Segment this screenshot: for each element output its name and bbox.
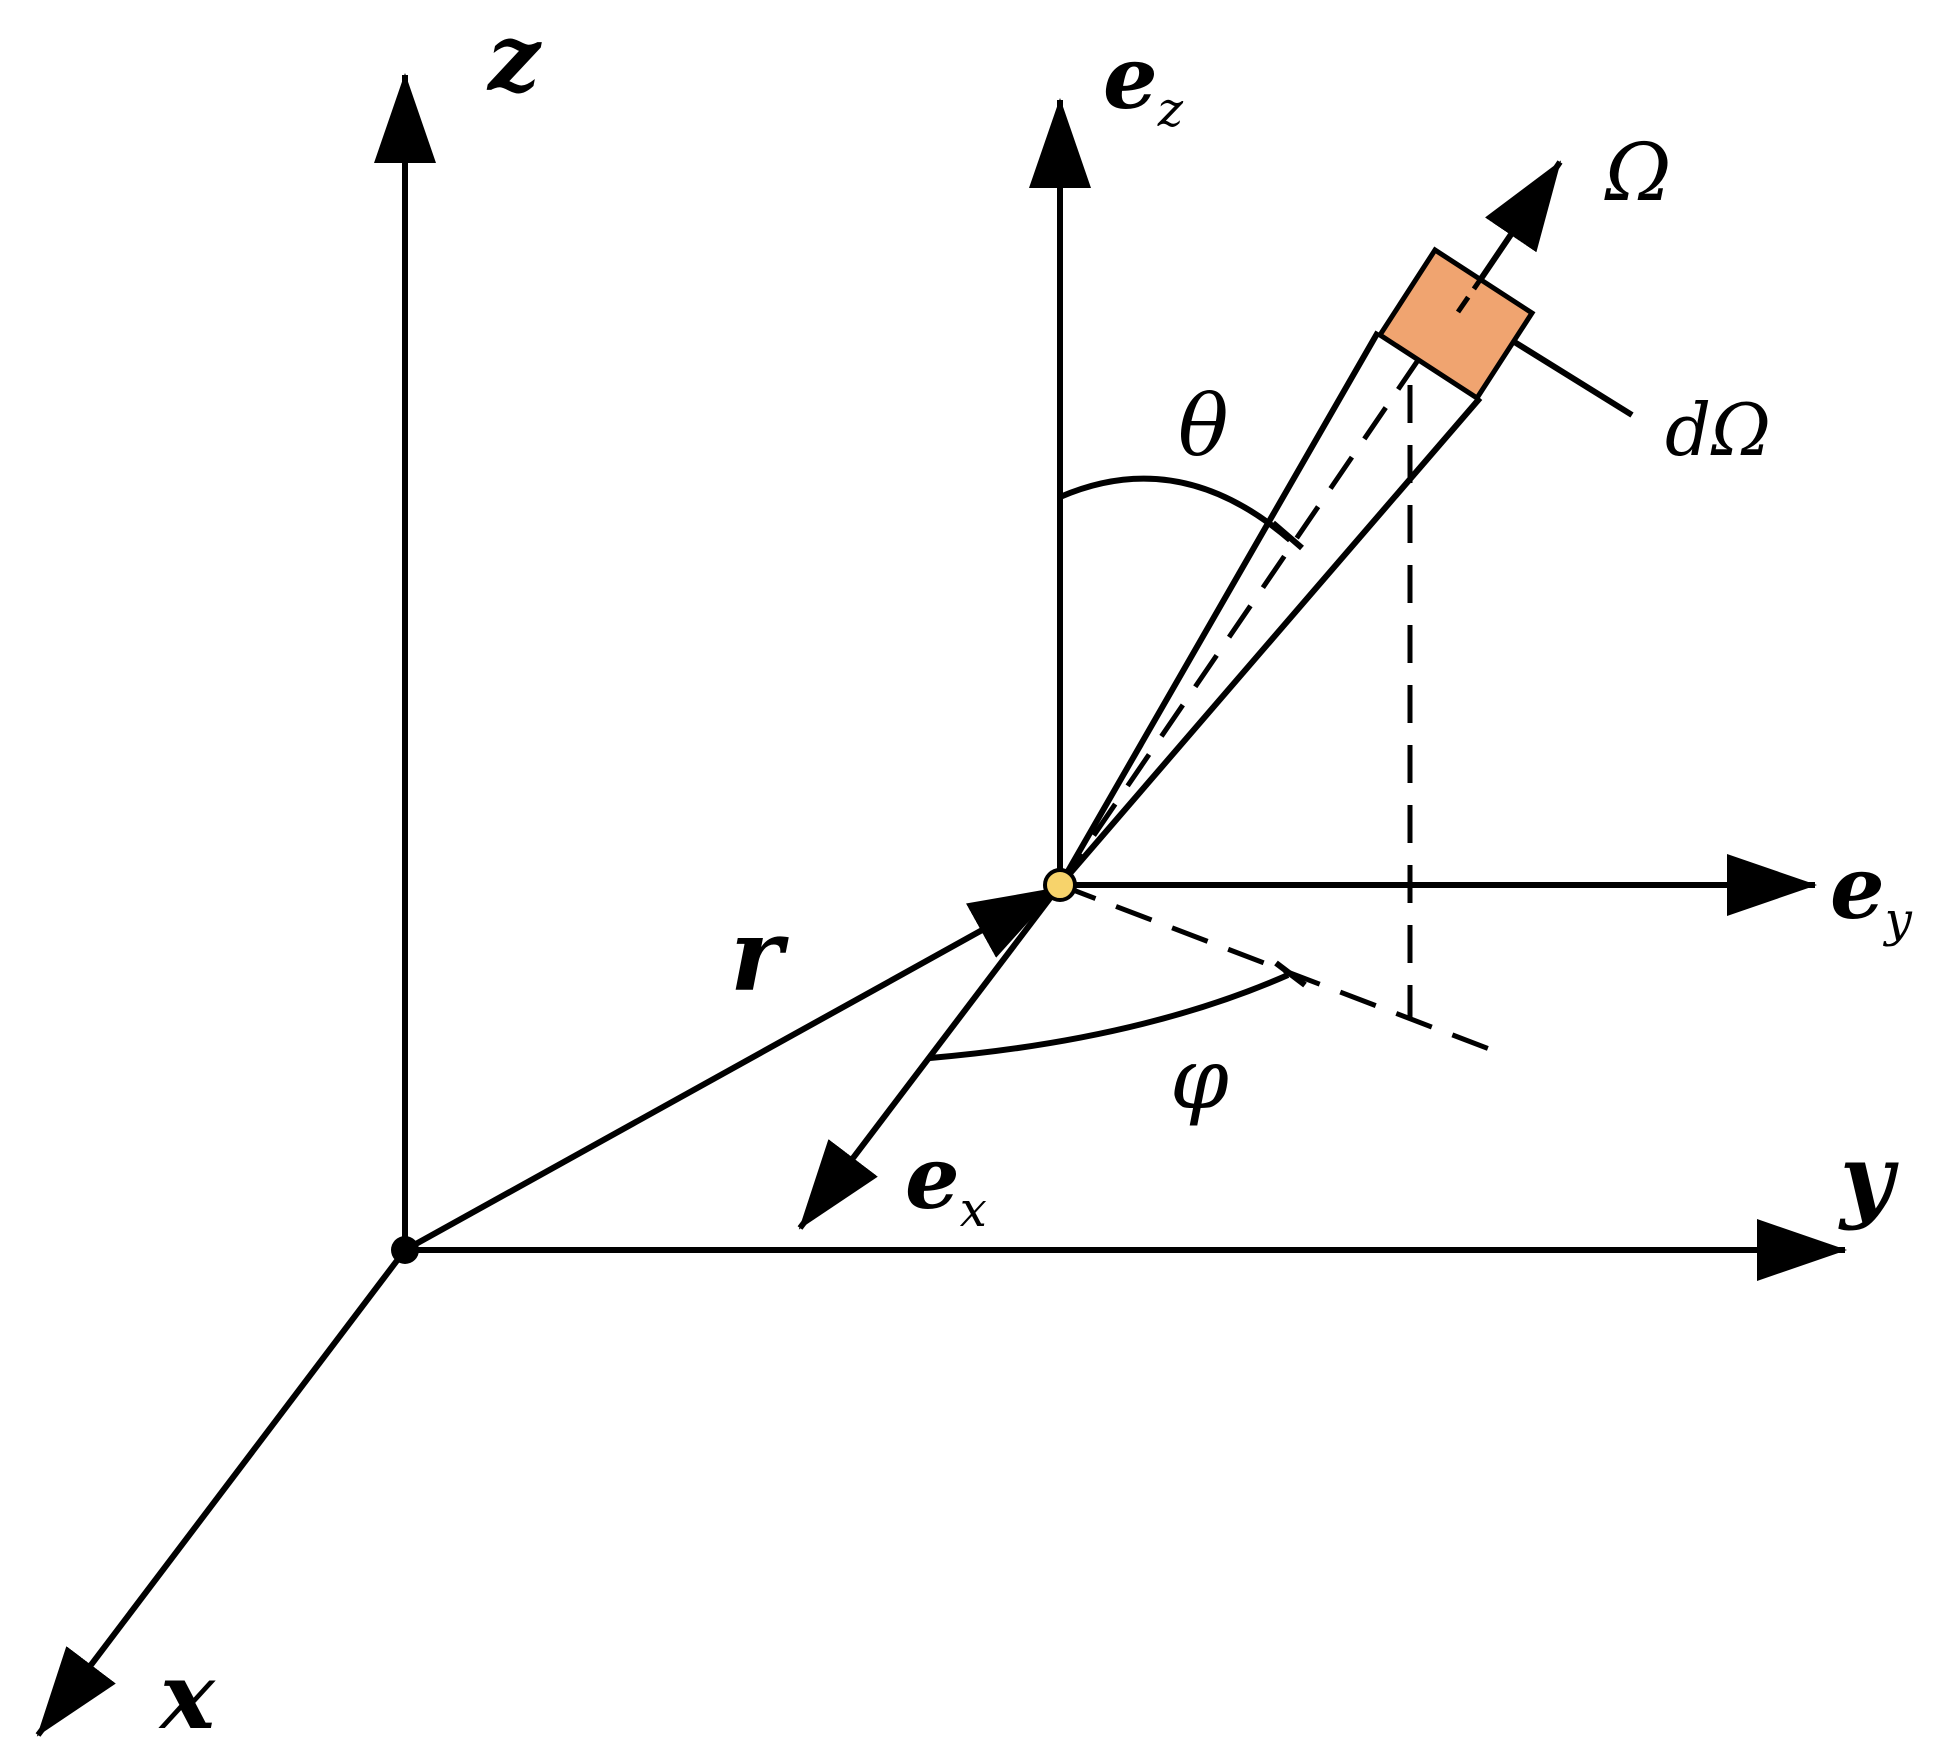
projection-line — [1059, 882, 1506, 1058]
cone-edge-right — [1057, 396, 1483, 887]
y-axis-label: y — [1838, 1124, 1899, 1232]
ey-label-subscript: y — [1883, 892, 1913, 948]
ex-label: ex — [905, 1128, 987, 1238]
phi-arc — [929, 972, 1290, 1061]
cone-edge-left — [1057, 330, 1381, 887]
solid-angle-element — [1376, 246, 1536, 402]
phi-label: φ — [1170, 1030, 1229, 1128]
theta-arc-tick — [1271, 520, 1304, 551]
omega-label: Ω — [1604, 126, 1671, 219]
ex-label-subscript: x — [960, 1182, 987, 1238]
ey-label-e: e — [1830, 838, 1885, 939]
theta-arc — [1058, 475, 1292, 543]
global-origin — [391, 1236, 419, 1264]
x-axis-label: x — [158, 1642, 216, 1750]
local-origin — [1043, 868, 1077, 902]
ez-label: ez — [1103, 28, 1184, 138]
d-omega-leader — [1506, 335, 1634, 418]
omega-arrow — [1465, 160, 1563, 300]
theta-label: θ — [1178, 377, 1229, 475]
d-omega-label: dΩ — [1665, 388, 1771, 472]
ez-label-subscript: z — [1157, 82, 1184, 138]
x-axis — [35, 1248, 408, 1737]
z-axis-label: z — [486, 4, 542, 112]
ex-label-e: e — [905, 1128, 960, 1229]
omega-dashed-line — [1057, 348, 1428, 887]
r-vector-label: r — [730, 896, 789, 1014]
ez-label-e: e — [1103, 28, 1158, 129]
ey-label: ey — [1830, 838, 1913, 948]
omega-arrow-inside — [1455, 278, 1483, 314]
r-vector — [403, 885, 1060, 1253]
